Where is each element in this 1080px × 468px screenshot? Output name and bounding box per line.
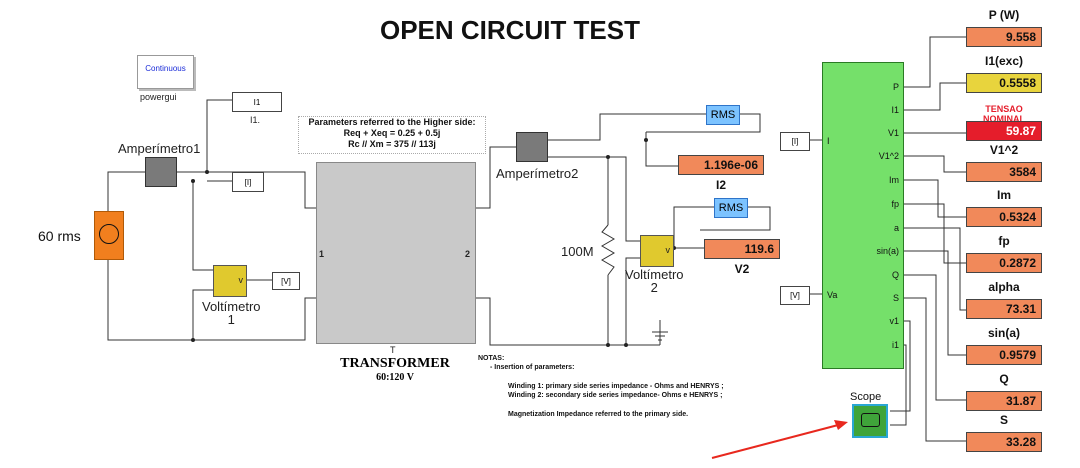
transformer-tag: T — [390, 345, 396, 355]
display-value-7[interactable]: 0.9579 — [966, 345, 1042, 365]
output-port-1: I1 — [891, 105, 899, 115]
output-port-6: a — [893, 223, 899, 233]
notes-line1: - Insertion of parameters: — [490, 364, 575, 371]
i1-goto-tag[interactable]: I1 — [232, 92, 282, 112]
notes-line4: Magnetization Impedance referred to the … — [508, 411, 689, 418]
voltmeter1-block[interactable]: v — [213, 265, 247, 297]
display-value-2[interactable]: 59.87 — [966, 121, 1042, 141]
parameters-annotation: Parameters referred to the Higher side: … — [298, 116, 486, 154]
param-line1: Parameters referred to the Higher side: — [308, 117, 476, 127]
output-port-9: S — [892, 293, 899, 303]
ammeter2-label: Amperímetro2 — [496, 166, 579, 181]
display-label-5: fp — [998, 234, 1010, 248]
display-value-6[interactable]: 73.31 — [966, 299, 1042, 319]
ammeter2-block[interactable] — [516, 132, 548, 162]
input-port-i: I — [827, 136, 830, 146]
output-port-2: V1 — [887, 128, 899, 138]
param-line3: Rc // Xm = 375 // 113j — [348, 139, 436, 149]
output-port-5: fp — [891, 199, 899, 209]
display-value-0[interactable]: 9.558 — [966, 27, 1042, 47]
source-label: 60 rms — [38, 228, 81, 244]
ammeter1-block[interactable] — [145, 157, 177, 187]
display-label-7: sin(a) — [987, 326, 1020, 340]
display-label-9: S — [999, 413, 1008, 427]
scope-screen-icon — [861, 413, 880, 427]
display-label-2: TENSAO NOMINAL — [983, 104, 1025, 124]
voltmeter2-block[interactable]: v — [640, 235, 674, 267]
param-line2: Req + Xeq = 0.25 + 0.5j — [343, 128, 441, 138]
i-from-tag[interactable]: [I] — [780, 132, 810, 151]
notes-line2: Winding 1: primary side series impedance… — [508, 383, 724, 390]
v2-display[interactable]: 119.6 — [704, 239, 780, 259]
page-title: OPEN CIRCUIT TEST — [379, 15, 640, 45]
v-goto-tag[interactable]: [V] — [272, 272, 300, 290]
output-port-4: Im — [889, 175, 899, 185]
display-label-8: Q — [999, 372, 1009, 386]
display-value-5[interactable]: 0.2872 — [966, 253, 1042, 273]
display-label-0: P (W) — [988, 8, 1020, 22]
voltmeter1-port: v — [238, 275, 244, 285]
resistor-label: 100M — [561, 244, 594, 259]
notes-block: NOTAS: - Insertion of parameters: Windin… — [478, 354, 778, 419]
transformer-name: TRANSFORMER — [340, 356, 450, 371]
input-port-va: Va — [827, 290, 838, 300]
notes-line3: Winding 2: secondary side series impedan… — [508, 392, 723, 399]
rms1-block[interactable]: RMS — [706, 105, 740, 125]
scope-block[interactable] — [852, 404, 888, 438]
output-port-3: V1^2 — [878, 151, 899, 161]
display-label-6: alpha — [988, 280, 1020, 294]
powergui-mode: Continuous — [145, 64, 186, 73]
output-port-11: i1 — [891, 340, 899, 350]
scope-label: Scope — [850, 391, 882, 403]
output-port-10: v1 — [889, 316, 899, 326]
rms2-block[interactable]: RMS — [714, 198, 748, 218]
voltmeter2-port: v — [665, 245, 671, 255]
ac-voltage-source[interactable] — [94, 211, 124, 260]
sine-wave-icon — [99, 224, 119, 244]
ammeter1-label: Amperímetro1 — [118, 141, 201, 156]
output-port-0: P — [892, 82, 899, 92]
i2-display[interactable]: 1.196e-06 — [678, 155, 764, 175]
output-port-8: Q — [891, 270, 899, 280]
voltmeter1-label: Voltímetro 1 — [202, 299, 261, 327]
transformer-port2: 2 — [464, 249, 470, 259]
v-from-tag[interactable]: [V] — [780, 286, 810, 305]
display-value-4[interactable]: 0.5324 — [966, 207, 1042, 227]
powergui-label: powergui — [140, 92, 177, 102]
display-label-1: I1(exc) — [984, 54, 1024, 68]
display-value-1[interactable]: 0.5558 — [966, 73, 1042, 93]
display-value-8[interactable]: 31.87 — [966, 391, 1042, 411]
i2-label: I2 — [715, 178, 726, 192]
powergui-block[interactable]: Continuous — [137, 55, 194, 89]
v2-label: V2 — [734, 262, 750, 276]
display-value-3[interactable]: 3584 — [966, 162, 1042, 182]
transformer-block[interactable]: 1 2 — [316, 162, 476, 344]
transformer-port1: 1 — [319, 249, 325, 259]
display-label-3: V1^2 — [989, 143, 1019, 157]
display-label-4: Im — [996, 188, 1011, 202]
display-value-9[interactable]: 33.28 — [966, 432, 1042, 452]
transformer-rating: 60:120 V — [376, 372, 414, 383]
voltmeter2-label: Voltímetro 2 — [625, 267, 684, 295]
i1-caption: I1. — [250, 115, 261, 125]
notes-header: NOTAS: — [478, 355, 505, 362]
i-goto-tag[interactable]: [I] — [232, 172, 264, 192]
output-port-7: sin(a) — [876, 246, 899, 256]
